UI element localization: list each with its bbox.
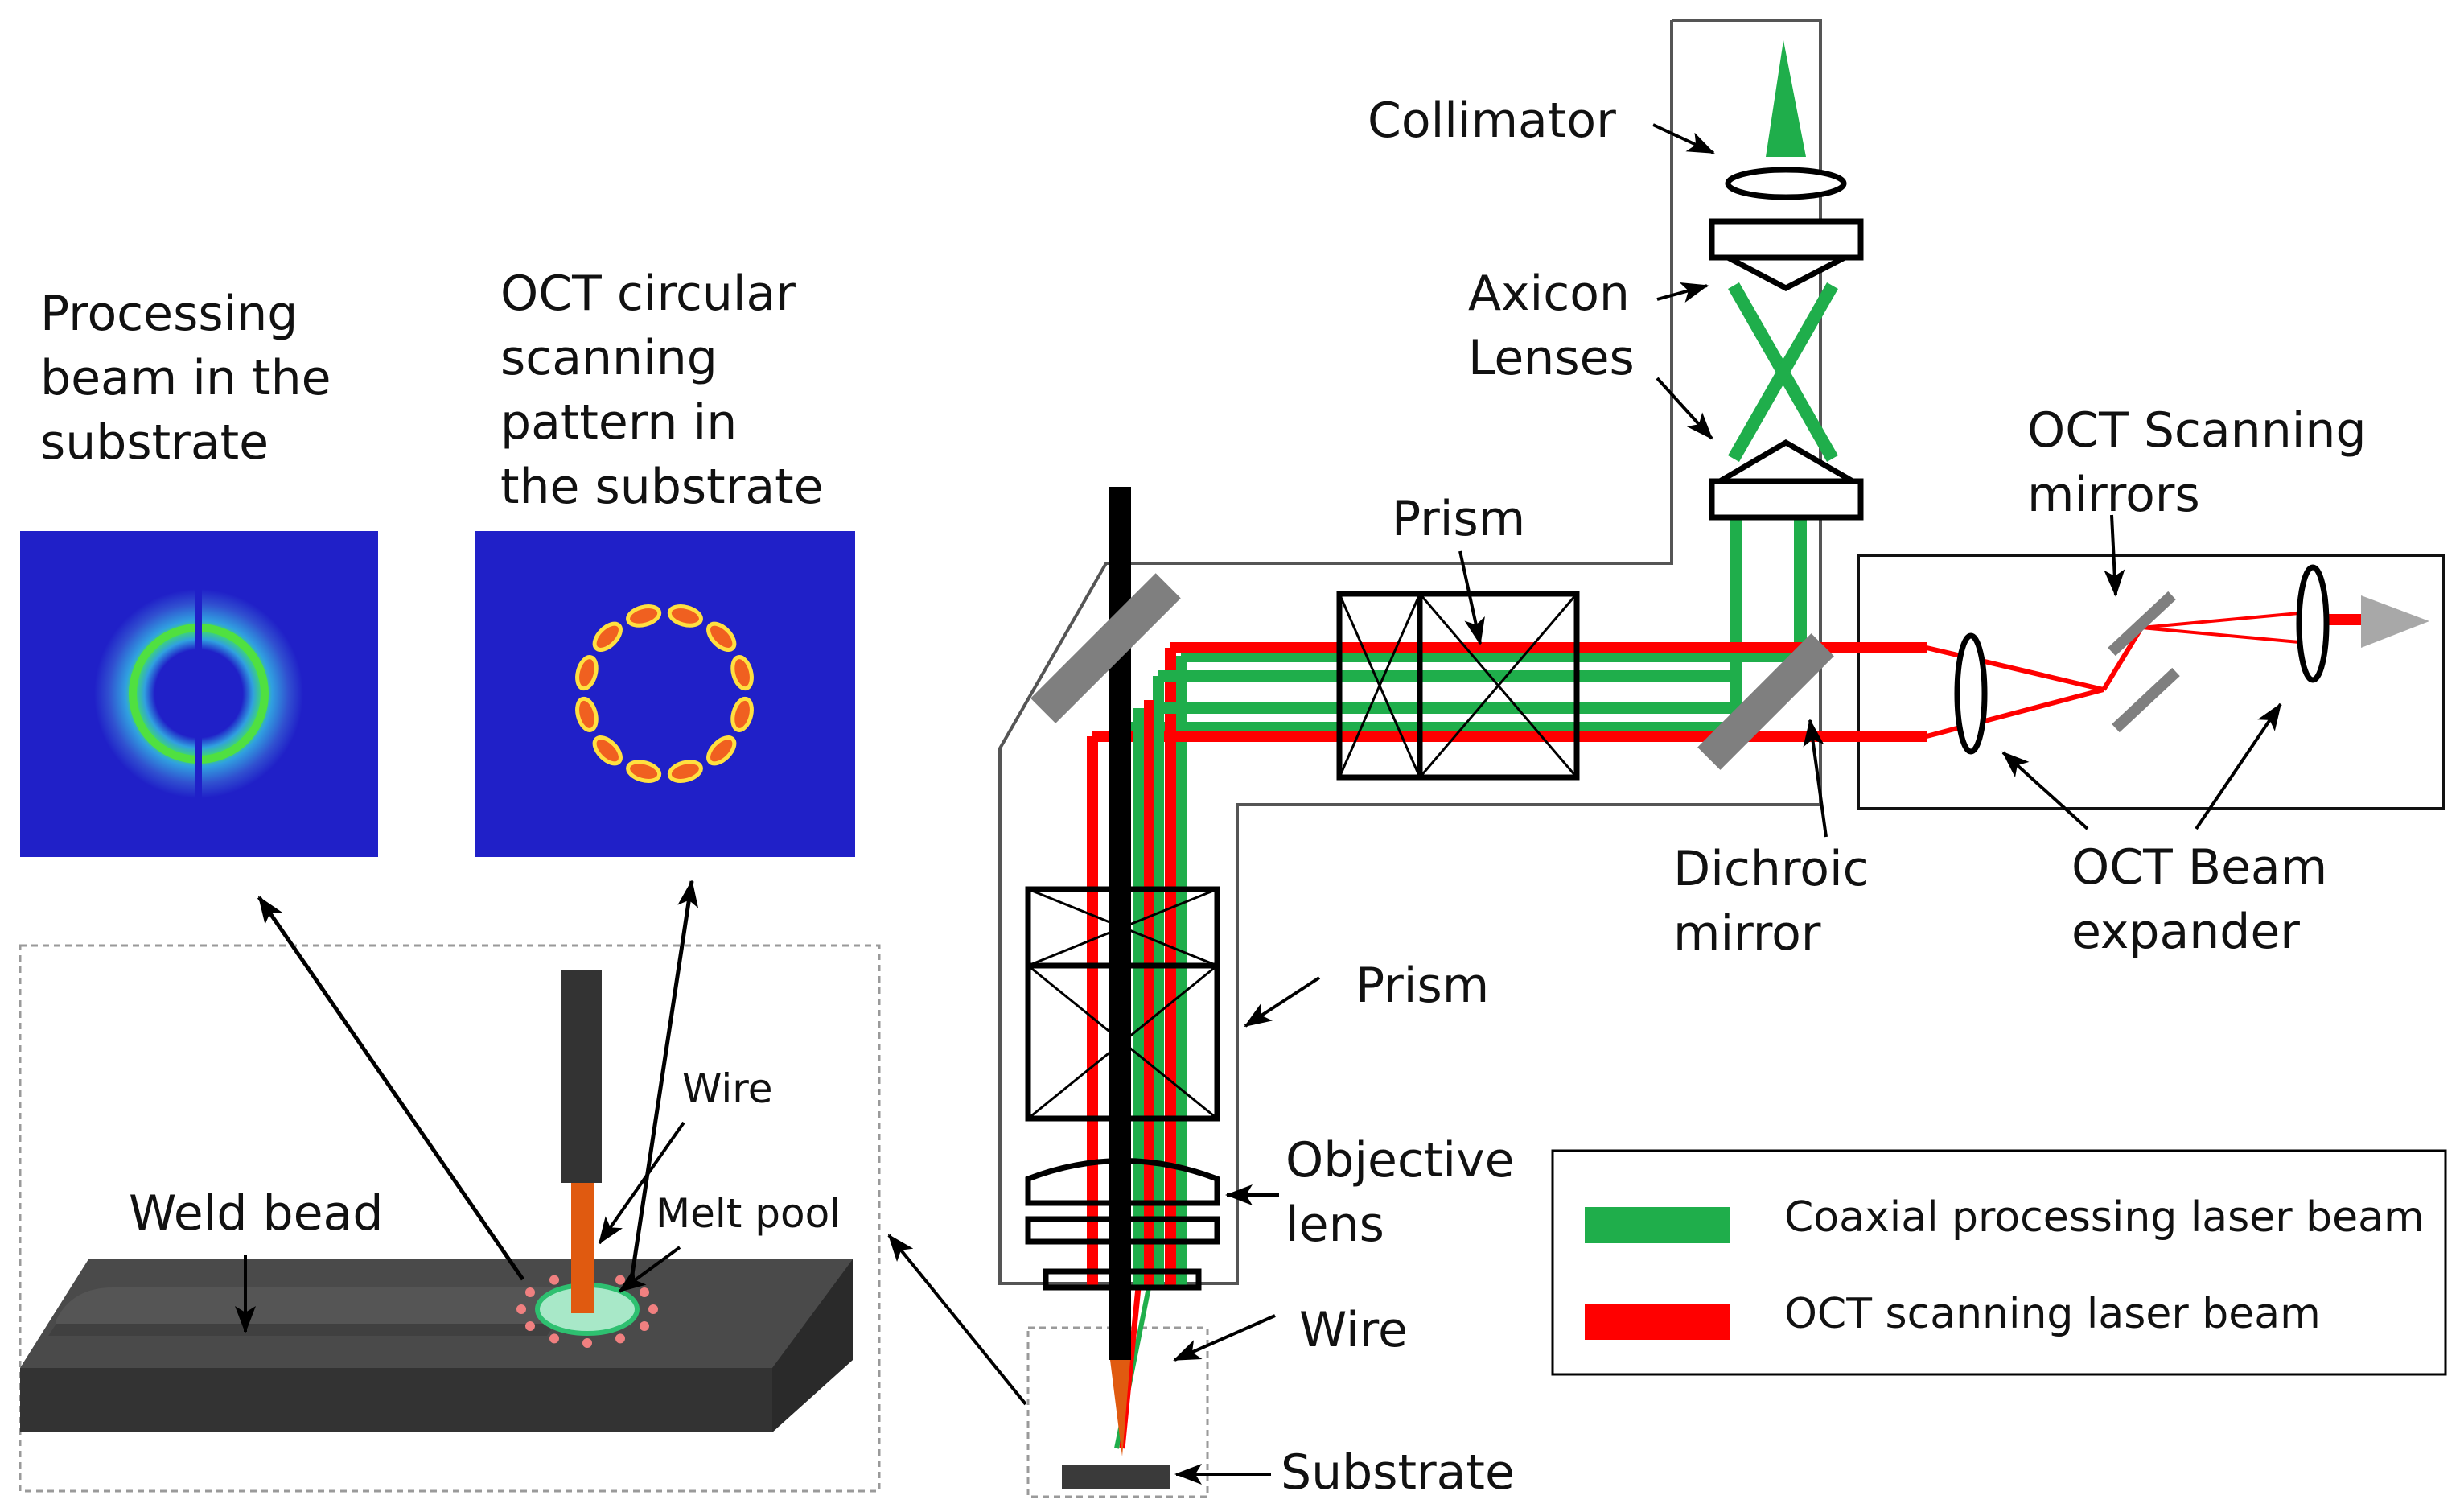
expander-lens-2 xyxy=(2296,564,2330,683)
label-oct-mirrors: OCT Scanning mirrors xyxy=(2027,402,2382,523)
label-weld-bead: Weld bead xyxy=(129,1185,383,1242)
arrow-prism-top xyxy=(1458,550,1485,645)
oct-scan-spot xyxy=(626,760,662,783)
axicon-lens-bottom xyxy=(1709,439,1864,521)
arrow-axicon-2 xyxy=(1656,377,1713,440)
legend-label-red: OCT scanning laser beam xyxy=(1784,1290,2321,1338)
oct-scan-spot xyxy=(667,604,703,628)
label-axicon: Axicon Lenses xyxy=(1468,266,1645,386)
scan-mirror-2 xyxy=(2112,667,2180,733)
collimator-lens xyxy=(1725,167,1847,200)
arrow-collimator xyxy=(1652,123,1715,154)
melt-pool-spot xyxy=(615,1275,625,1285)
melt-pool-spot xyxy=(524,1321,535,1331)
scan-mirror-1 xyxy=(2108,591,2176,657)
dichroic-mirror xyxy=(1697,633,1834,770)
oct-scan-spot xyxy=(575,696,599,732)
melt-pool-spot xyxy=(524,1287,535,1297)
prism-side xyxy=(1025,886,1220,1122)
arrow-wire-right xyxy=(1173,1314,1276,1362)
label-prism-side: Prism xyxy=(1355,958,1489,1014)
arrow-axicon-1 xyxy=(1656,282,1709,303)
label-wire-inset: Wire xyxy=(682,1065,772,1112)
arrow-to-processing-image xyxy=(257,896,525,1281)
arrow-inset-link xyxy=(887,1234,1027,1406)
output-beam-arrow xyxy=(2361,595,2429,648)
arrow-dichroic xyxy=(1803,719,1828,838)
melt-pool-spot xyxy=(582,1338,592,1348)
melt-pool-spot xyxy=(648,1304,658,1314)
substrate-plate xyxy=(1062,1465,1170,1489)
prism-top xyxy=(1336,591,1580,781)
oct-scan-spot xyxy=(730,655,754,691)
melt-pool-spot xyxy=(615,1333,625,1344)
label-melt-pool: Melt pool xyxy=(656,1190,841,1237)
melt-pool-spot xyxy=(640,1321,650,1331)
oct-scan-spot xyxy=(667,760,703,783)
label-processing-beam: Processing beam in the substrate xyxy=(40,286,347,471)
objective-lens xyxy=(1025,1158,1220,1291)
melt-pool-spot xyxy=(549,1275,559,1285)
label-dichroic: Dichroic mirror xyxy=(1673,841,1885,962)
weld-inset-frame xyxy=(19,944,881,1493)
oct-module-enclosure xyxy=(1857,554,2445,810)
oct-pattern-image xyxy=(475,531,855,857)
wire-substrate-frame xyxy=(1026,1326,1209,1498)
oct-scan-spot xyxy=(730,696,754,732)
expander-lens-1 xyxy=(1954,632,1988,755)
wire-tip xyxy=(1110,1360,1130,1456)
melt-pool-spot xyxy=(516,1304,526,1314)
oct-scan-spot xyxy=(706,621,737,652)
turning-mirror-left xyxy=(1030,573,1181,723)
melt-pool-spot xyxy=(640,1287,650,1297)
label-oct-pattern: OCT circular scanning pattern in the sub… xyxy=(500,266,824,515)
label-collimator: Collimator xyxy=(1368,93,1616,149)
wire-feed xyxy=(561,970,602,1313)
arrow-expander-1 xyxy=(2001,751,2089,830)
arrow-prism-side xyxy=(1244,976,1321,1028)
legend-swatch-green xyxy=(1585,1207,1730,1243)
oct-scan-spot xyxy=(575,655,599,691)
processing-beam-image xyxy=(20,531,378,857)
label-wire-right: Wire xyxy=(1299,1302,1408,1358)
arrow-expander-2 xyxy=(2195,702,2282,830)
arrow-melt-pool xyxy=(618,1246,681,1293)
label-substrate: Substrate xyxy=(1281,1444,1515,1501)
legend: Coaxial processing laser beam OCT scanni… xyxy=(1551,1149,2447,1376)
label-prism-top: Prism xyxy=(1392,491,1525,547)
melt-pool-spot xyxy=(549,1333,559,1344)
arrow-to-oct-image xyxy=(629,880,699,1280)
arrow-oct-mirrors xyxy=(2104,514,2125,597)
label-objective: Objective lens xyxy=(1285,1132,1530,1253)
oct-scan-spot xyxy=(592,735,623,766)
legend-label-green: Coaxial processing laser beam xyxy=(1784,1193,2425,1242)
oct-scan-spot xyxy=(706,735,737,766)
legend-swatch-red xyxy=(1585,1304,1730,1340)
oct-scan-spot xyxy=(592,621,623,652)
arrow-wire-inset xyxy=(598,1121,685,1245)
oct-scan-spot xyxy=(626,604,662,628)
label-oct-expander: OCT Beam expander xyxy=(2071,839,2343,960)
weld-substrate-block xyxy=(20,1259,853,1432)
axicon-lens-top xyxy=(1709,218,1864,291)
